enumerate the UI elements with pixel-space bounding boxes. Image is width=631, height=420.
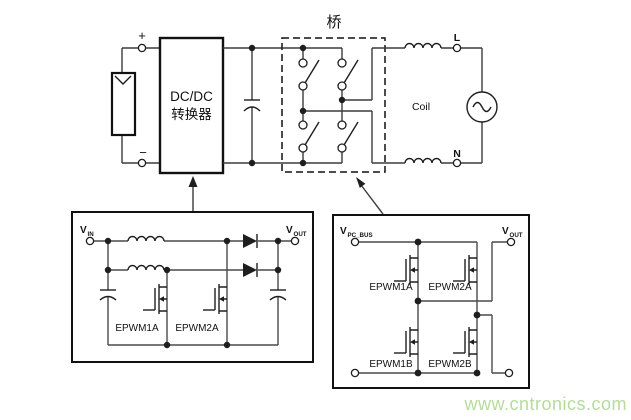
plus-terminal-label: + [138, 28, 146, 43]
chevron-icon [114, 75, 132, 85]
bridge-fet-epwm1b-label: EPWM1B [369, 359, 413, 370]
line-terminal [452, 43, 462, 53]
boost-diode2-icon [243, 263, 258, 277]
bridge-fet-epwm1a-label: EPWM1A [369, 282, 413, 293]
bridge-vout-label: V [502, 226, 509, 237]
vbus-label: V [340, 226, 347, 237]
bridge-box: 桥 [281, 14, 386, 173]
boost-fet-epwm1a-label: EPWM1A [115, 323, 159, 334]
boost-input-cap-icon [99, 289, 117, 301]
bridge-fet-epwm1b-icon [393, 326, 419, 358]
bridge-fet-epwm1a-icon [393, 254, 419, 286]
vin-label-sub: IN [88, 231, 95, 238]
output-filter-and-grid: L N Coil [372, 32, 498, 168]
boost-inductor2-icon [127, 264, 165, 271]
boost-fet-epwm1a-icon [142, 283, 168, 315]
ac-source-icon [466, 91, 498, 123]
boost-inductor1-icon [127, 235, 165, 242]
boost-vout-label-sub: OUT [294, 231, 307, 238]
dcdc-converter-block: DC/DC 转换器 [158, 36, 225, 175]
watermark-text: www.cntronics.com [463, 394, 627, 414]
bridge-switch-bottom-left [298, 120, 320, 153]
boost-output-cap-icon [269, 289, 287, 301]
boost-vout-label: V [286, 225, 293, 236]
neutral-terminal-label: N [453, 148, 461, 160]
boost-diode1-icon [243, 234, 258, 248]
vin-label: V [80, 225, 87, 236]
boost-fet-epwm2a-label: EPWM2A [175, 323, 219, 334]
bridge-vout-terminal [506, 237, 516, 247]
bridge-switch-top-right [337, 58, 359, 91]
bridge-switch-bottom-right [337, 120, 359, 153]
bridge-label: 桥 [326, 14, 341, 31]
bridge-fet-epwm2b-icon [452, 326, 478, 358]
dc-source-symbol [110, 47, 160, 164]
vin-terminal [85, 236, 95, 246]
boost-vout-terminal [290, 236, 300, 246]
converter-label-line2: 转换器 [171, 107, 212, 122]
converter-label-line1: DC/DC [170, 89, 213, 104]
bridge-fet-epwm2a-label: EPWM2A [428, 282, 472, 293]
boost-callout-arrow [188, 176, 198, 211]
line-terminal-label: L [454, 32, 461, 44]
bridge-callout-arrow [356, 177, 384, 215]
bridge-return-terminal-right [504, 368, 514, 378]
boost-fet-epwm2a-icon [202, 283, 228, 315]
bridge-switch-top-left [298, 58, 320, 91]
bridge-fet-epwm2a-icon [452, 254, 478, 286]
inductor-l-icon [404, 42, 442, 49]
minus-terminal [137, 158, 147, 168]
minus-terminal-label: − [139, 145, 147, 160]
bridge-return-terminal-left [350, 368, 360, 378]
boost-detail-box: V IN V OUT EPWM1A EPWM2A [71, 211, 314, 363]
bridge-fet-epwm2b-label: EPWM2B [428, 359, 472, 370]
vbus-label-sub: PC_BUS [348, 232, 373, 239]
dc-link-capacitor [223, 44, 282, 167]
inductor-n-icon [404, 157, 442, 164]
bridge-vout-label-sub: OUT [510, 232, 523, 239]
neutral-terminal [452, 158, 462, 168]
coil-label: Coil [412, 101, 430, 113]
plus-terminal [137, 43, 147, 53]
vbus-terminal [350, 237, 360, 247]
fullbridge-detail-box: V PC_BUS V OUT EPWM1A EPWM2A EPWM1B EPWM… [332, 214, 530, 389]
